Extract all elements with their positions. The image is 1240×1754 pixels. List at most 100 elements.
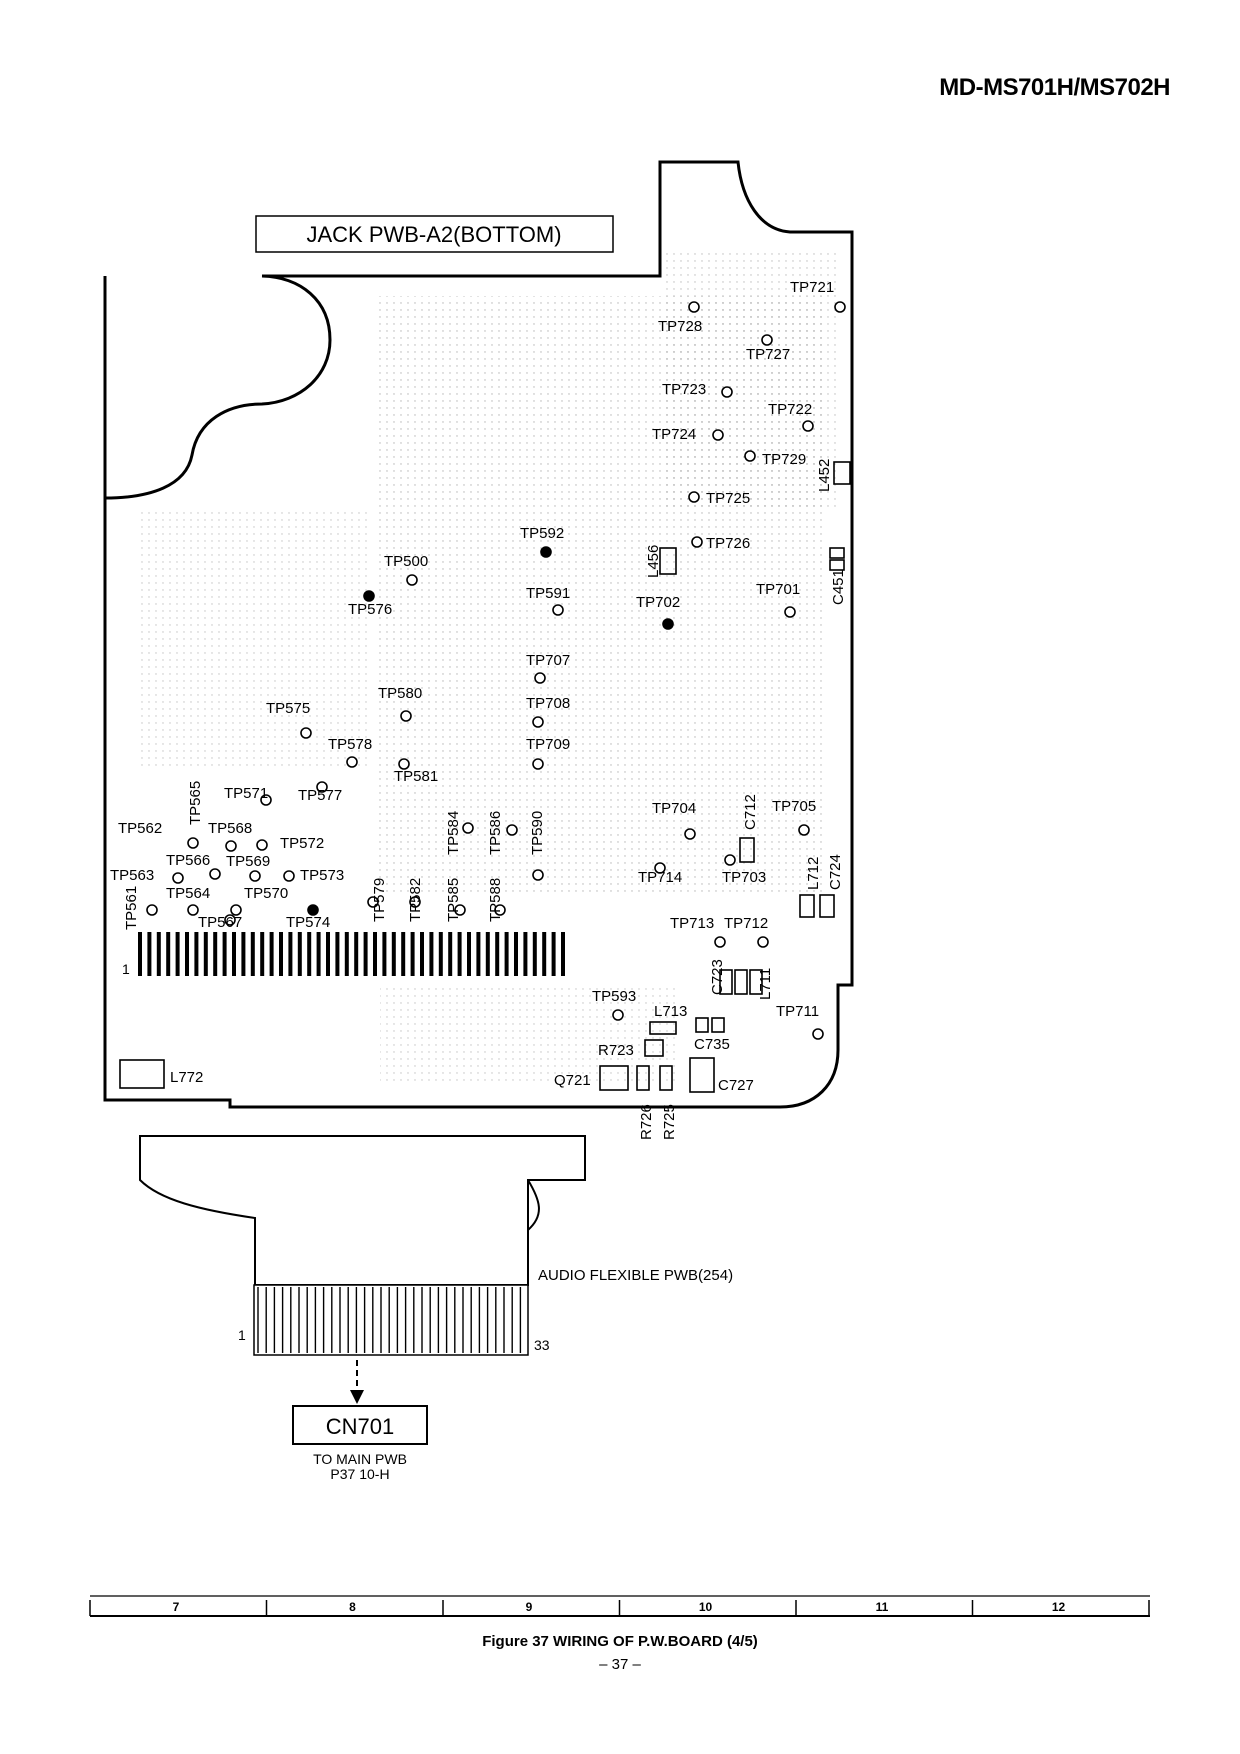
c724-label: C724: [827, 854, 844, 890]
tp714-label: TP714: [638, 869, 682, 886]
tp723-label: TP723: [662, 381, 706, 398]
grid-column-label: 7: [173, 1600, 180, 1614]
tp562-label: TP562: [118, 820, 162, 837]
tp565-label: TP565: [187, 781, 204, 825]
c723-symbol-a: [719, 969, 733, 995]
tp728-label: TP728: [658, 318, 702, 335]
connector-pad: [222, 932, 227, 976]
connector-pad: [561, 932, 565, 976]
tp580-label: TP580: [378, 685, 422, 702]
cn701-page-ref: P37 10-H: [330, 1466, 389, 1482]
connector-pad: [438, 932, 443, 976]
tp578-label: TP578: [328, 736, 372, 753]
board-contour: [103, 160, 854, 1109]
tp713-label: TP713: [670, 915, 714, 932]
test-point-marker: [230, 904, 242, 916]
tp569-label: TP569: [226, 853, 270, 870]
component-symbols: [119, 461, 851, 1093]
connector-pad: [203, 932, 208, 976]
l712-label: L712: [805, 857, 822, 890]
test-point-marker: [249, 870, 261, 882]
connector-pad: [260, 932, 265, 976]
test-point-marker: [172, 872, 184, 884]
figure-caption: Figure 37 WIRING OF P.W.BOARD (4/5): [482, 1633, 758, 1650]
tp572-label: TP572: [280, 835, 324, 852]
tp708-label: TP708: [526, 695, 570, 712]
tp564-label: TP564: [166, 885, 210, 902]
tp581-label: TP581: [394, 768, 438, 785]
connector-pad: [485, 932, 490, 976]
connector-pad: [335, 932, 340, 976]
test-point-marker: [367, 896, 379, 908]
tp591-label: TP591: [526, 585, 570, 602]
r726-label: R726: [638, 1104, 655, 1140]
test-point-marker: [532, 758, 544, 770]
test-point-marker: [662, 618, 674, 630]
tp563-label: TP563: [110, 867, 154, 884]
test-point-marker: [256, 839, 268, 851]
edge-connector-pin-1: 1: [122, 961, 130, 977]
connector-pad: [185, 932, 189, 976]
r723-label: R723: [598, 1042, 634, 1059]
connector-pad: [175, 932, 180, 976]
tp573-label: TP573: [300, 867, 344, 884]
tp721-label: TP721: [790, 279, 834, 296]
test-point-marker: [688, 491, 700, 503]
connector-pad: [382, 932, 387, 976]
test-point-marker: [534, 672, 546, 684]
tp703-label: TP703: [722, 869, 766, 886]
page-number: – 37 –: [599, 1656, 641, 1673]
l713-symbol: [649, 1021, 677, 1035]
test-point-marker: [688, 301, 700, 313]
tp571-label: TP571: [224, 785, 268, 802]
connector-pad: [354, 932, 359, 976]
r726-symbol: [636, 1065, 650, 1091]
connector-pad: [307, 932, 312, 976]
test-point-marker: [757, 936, 769, 948]
tp500-label: TP500: [384, 553, 428, 570]
test-point-marker: [812, 1028, 824, 1040]
tp568-label: TP568: [208, 820, 252, 837]
tp704-label: TP704: [652, 800, 696, 817]
connector-pad: [457, 932, 462, 976]
test-point-marker: [316, 781, 328, 793]
flex-pwb-neck: [139, 1136, 540, 1231]
l711-symbol: [749, 969, 763, 995]
c735-symbol-a: [695, 1017, 709, 1033]
test-point-marker: [654, 862, 666, 874]
cn701-arrow-head: [350, 1390, 364, 1404]
connector-pad: [373, 932, 377, 976]
trace-area-right: [665, 250, 840, 510]
connector-pad: [410, 932, 415, 976]
c723-label: C723: [709, 959, 726, 995]
cn701-destination: TO MAIN PWB: [313, 1451, 407, 1467]
pwb-outline: [105, 276, 330, 1093]
test-point-marker: [724, 854, 736, 866]
tp577-label: TP577: [298, 787, 342, 804]
cn701-name: CN701: [326, 1414, 394, 1439]
test-point-marker: [462, 822, 474, 834]
connector-pad: [316, 932, 321, 976]
l712-symbol: [799, 894, 815, 918]
connector-pad: [156, 932, 161, 976]
test-point-marker: [691, 536, 703, 548]
test-point-marker: [802, 420, 814, 432]
l711-label: L711: [757, 968, 774, 1000]
test-point-marker: [409, 896, 421, 908]
q721-symbol: [599, 1065, 629, 1091]
test-point-marker: [400, 710, 412, 722]
flex-pin-last: 33: [534, 1337, 550, 1353]
test-point-marker: [260, 794, 272, 806]
tp579-label: TP579: [371, 878, 388, 922]
tp593-label: TP593: [592, 988, 636, 1005]
connector-pad: [297, 932, 302, 976]
l772-label: L772: [170, 1069, 203, 1086]
c724-symbol: [819, 894, 835, 918]
l452-label: L452: [816, 459, 833, 492]
test-point-marker: [744, 450, 756, 462]
test-point-marker: [225, 840, 237, 852]
tp702-label: TP702: [636, 594, 680, 611]
model-number: MD-MS701H/MS702H: [939, 74, 1170, 101]
q721-label: Q721: [554, 1072, 591, 1089]
